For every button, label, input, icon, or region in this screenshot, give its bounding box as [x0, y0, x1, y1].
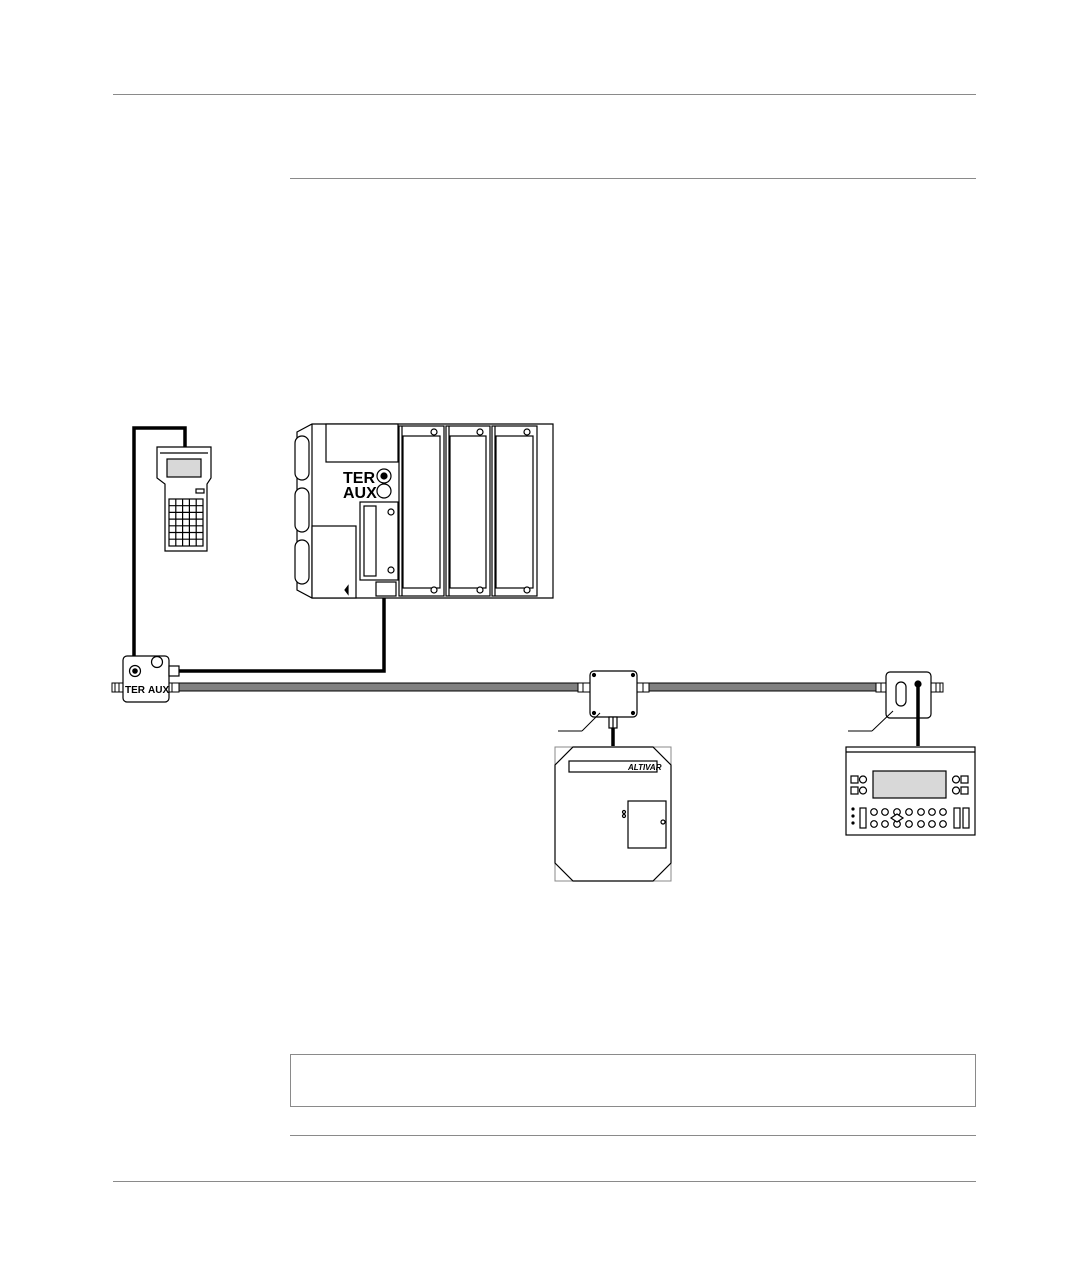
handheld-terminal	[156, 446, 212, 552]
page-header-rule	[113, 94, 976, 95]
junction-box	[589, 670, 638, 729]
plc-rack	[294, 423, 554, 599]
plc-aux-label: AUX	[343, 485, 377, 502]
tap-ter-label: TER	[125, 685, 146, 696]
section-bottom-rule	[290, 1135, 976, 1136]
io-module	[398, 425, 445, 597]
plc-aux-port	[376, 483, 392, 499]
plc-ter-label: TER	[343, 470, 375, 487]
tap-side-connector	[168, 665, 180, 677]
bus-cable	[111, 682, 944, 693]
keypad-icon	[168, 498, 204, 547]
page-footer-rule	[113, 1181, 976, 1182]
tap-aux-label: AUX	[148, 685, 169, 696]
drive-brand-label: ALTIVAR	[627, 763, 662, 772]
io-module	[445, 425, 491, 597]
io-module	[491, 425, 538, 597]
ter-aux-tap-box	[122, 655, 180, 703]
altivar-drive	[554, 746, 672, 882]
operator-panel	[845, 746, 976, 836]
subd-connector-box	[885, 671, 932, 746]
panel-keypad	[859, 807, 970, 829]
section-top-rule	[290, 178, 976, 179]
tap-aux-port	[150, 655, 164, 669]
note-box	[290, 1054, 976, 1107]
panel-screen	[872, 770, 947, 799]
